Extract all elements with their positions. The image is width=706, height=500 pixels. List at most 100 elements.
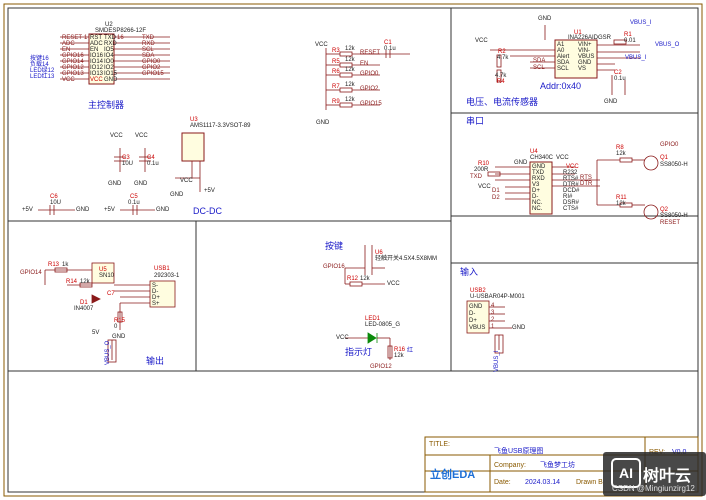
u1-ref: U1: [574, 30, 582, 36]
u4-r10-val: 200R: [474, 167, 489, 173]
pullup-r7: R7: [332, 84, 340, 90]
u1-r1: R1: [624, 32, 632, 38]
u2-pin-io16: IO16: [90, 53, 104, 59]
out-usb1: USB1: [154, 266, 170, 272]
button-circuit: [344, 245, 385, 287]
usb2-pin-dm: D-: [469, 311, 476, 317]
tb-company-label: Company:: [494, 462, 526, 469]
pullup-vcc: VCC: [315, 42, 328, 48]
out-gnd: GND: [112, 334, 126, 340]
u4-pin-v3: V3: [532, 182, 540, 188]
btn-vcc: VCC: [387, 281, 400, 287]
u1-pin-gnd: GND: [578, 60, 592, 66]
pullup-gnd: GND: [316, 120, 330, 126]
u4-gnd: GND: [514, 160, 528, 166]
u1-c2-val: 0.1u: [614, 76, 626, 82]
u4-pin-dp: D+: [532, 188, 540, 194]
u2-net-gpio2: GPIO2: [142, 65, 161, 71]
u2-pin-io5: IO5: [104, 47, 114, 53]
u3-ldo: [38, 132, 205, 215]
overlay-logo: AI 树叶云: [603, 452, 706, 496]
u2-pin-txd: TXD: [104, 35, 116, 41]
usb2-net-vbusi: VBUS_I: [494, 350, 500, 372]
out-d1: D1: [80, 300, 88, 306]
u4-q2-part: SS8050-H: [660, 213, 688, 219]
u2-net-gpio13: GPIO13: [62, 71, 84, 77]
u4-pin-dm: D-: [532, 194, 539, 200]
output-circuit: [44, 262, 176, 363]
u2-pin-io4: IO4: [104, 53, 114, 59]
usb2-pin-vbus: VBUS: [469, 325, 486, 331]
u4-pin-nc1: NC.: [532, 200, 543, 206]
u4-pin-dsr: DSR#: [563, 200, 580, 206]
u2-part: SMDESP8266-12F: [95, 28, 147, 34]
u2-pin-io14: IO14: [90, 59, 104, 65]
u4-q1: Q1: [660, 155, 669, 161]
u4-pin-cts: CTS#: [563, 206, 579, 212]
watermark-text: CSDN @Mingiunzirg12: [612, 484, 695, 493]
out-u5-part: SN10: [99, 273, 115, 279]
u4-pin-dcd: DCD#: [563, 188, 580, 194]
out-r15: R15: [114, 318, 126, 324]
u3-c6-val: 10U: [50, 200, 62, 206]
u3-c3-val: 10U: [122, 161, 134, 167]
u1-pin-a1: A1: [557, 42, 565, 48]
u3-vcc-out: VCC: [180, 178, 193, 184]
u4-pin-txd: TXD: [532, 170, 544, 176]
out-u5: U5: [99, 267, 107, 273]
u4-net-d2: D2: [492, 195, 500, 201]
usb2-pinnum-3: 3: [491, 310, 495, 316]
pullup-c1: C1: [384, 40, 392, 46]
u3-c6: C6: [50, 194, 58, 200]
u2-net-rxd: RXD: [142, 41, 155, 47]
u2-net-en: EN: [62, 47, 71, 53]
u2-pin-io2: IO2: [104, 65, 114, 71]
pullup-r5-val: 12k: [345, 57, 355, 63]
out-usb-pin-sm: S-: [152, 283, 158, 289]
out-c7: C7: [107, 291, 115, 297]
tb-date-value: 2024.03.14: [525, 479, 561, 486]
u1-pin-vbus: VBUS: [578, 54, 595, 60]
ai-icon: AI: [611, 458, 641, 488]
u2-label-ledr13: LED红13: [30, 74, 55, 80]
u2-pin-io12: IO12: [90, 65, 104, 71]
u4-net-txd: TXD: [470, 174, 482, 180]
sheet-frame: [3, 3, 703, 497]
out-d1-part: IN4007: [74, 306, 94, 312]
logo-name: 树叶云: [643, 468, 692, 485]
pullup-net-en: EN: [360, 61, 369, 67]
u2-pin-rxd: RXD: [104, 41, 117, 47]
tb-drawn-label: Drawn B: [576, 479, 603, 486]
u1-pin-alert: Alert: [557, 54, 570, 60]
u4-pin-ri: RI#: [563, 194, 573, 200]
u2-pin-en: EN: [90, 47, 99, 53]
u4-ref: U4: [530, 149, 538, 155]
u4-net-rts: RTS: [580, 175, 592, 181]
u1-net-sda: SDA: [533, 58, 546, 64]
btn-u6-part: 轻触开关4.5X4.5X8MM: [375, 256, 438, 262]
u1-gnd-top: GND: [538, 16, 552, 22]
u1-pin-vs: VS: [578, 66, 587, 72]
usb2-gnd: GND: [512, 325, 526, 331]
u2-net-sda: SDA: [142, 53, 155, 59]
u2-pin-io15: IO15: [104, 71, 118, 77]
u4-pin-rxd: RXD: [532, 176, 545, 182]
out-usb-pin-sp: S+: [152, 301, 160, 307]
u4-vcc: VCC: [556, 155, 569, 161]
u1-ina226: [490, 25, 640, 95]
u4-net-reset: RESET: [660, 220, 681, 226]
out-r13-val: 1k: [62, 262, 69, 268]
u1-pin-a0: A0: [557, 48, 565, 54]
u2-net-vcc: VCC: [62, 77, 75, 83]
led-r16-val: 12k: [394, 353, 404, 359]
u4-r10: R10: [478, 161, 490, 167]
u1-r2: R2: [498, 49, 506, 55]
led-vcc: VCC: [336, 335, 349, 341]
pullup-c1-val: 0.1u: [384, 46, 396, 52]
u4-pin-rts: RTS#: [563, 176, 579, 182]
u1-c2: C2: [614, 70, 622, 76]
u2-ref: U2: [105, 22, 113, 28]
sheet-border: [7, 7, 699, 493]
out-usb-pin-dp: D+: [152, 295, 160, 301]
u2-pin-io0: IO0: [104, 59, 114, 65]
